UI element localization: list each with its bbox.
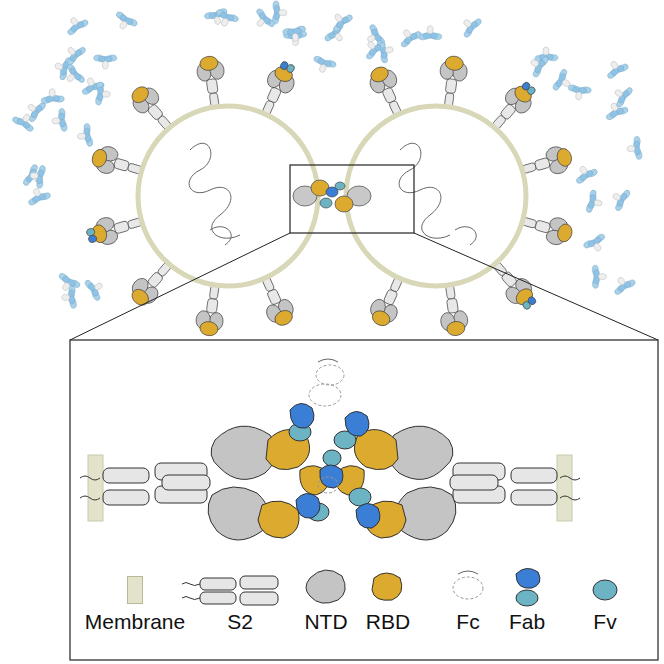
legend-label: Fc	[456, 610, 479, 634]
zoom-line	[414, 233, 658, 340]
zoom-line	[70, 233, 290, 340]
legend-label: NTD	[304, 610, 347, 634]
antibody-cloud	[11, 1, 642, 309]
inset-marker	[290, 165, 414, 233]
virion-membrane	[346, 106, 526, 286]
virion-membrane	[138, 106, 318, 286]
legend-label: Membrane	[85, 610, 185, 634]
inset-detail	[80, 359, 580, 540]
genome	[189, 143, 240, 245]
legend-label: RBD	[366, 610, 410, 634]
legend-label: Fv	[593, 610, 616, 634]
genome	[399, 143, 476, 245]
inset-box	[70, 340, 658, 660]
legend-label: Fab	[509, 610, 545, 634]
bridge-cluster	[293, 180, 371, 212]
legend-label: S2	[227, 610, 253, 634]
spike-ring	[84, 54, 575, 337]
legend-samples	[182, 568, 617, 606]
legend-swatch	[127, 576, 143, 604]
